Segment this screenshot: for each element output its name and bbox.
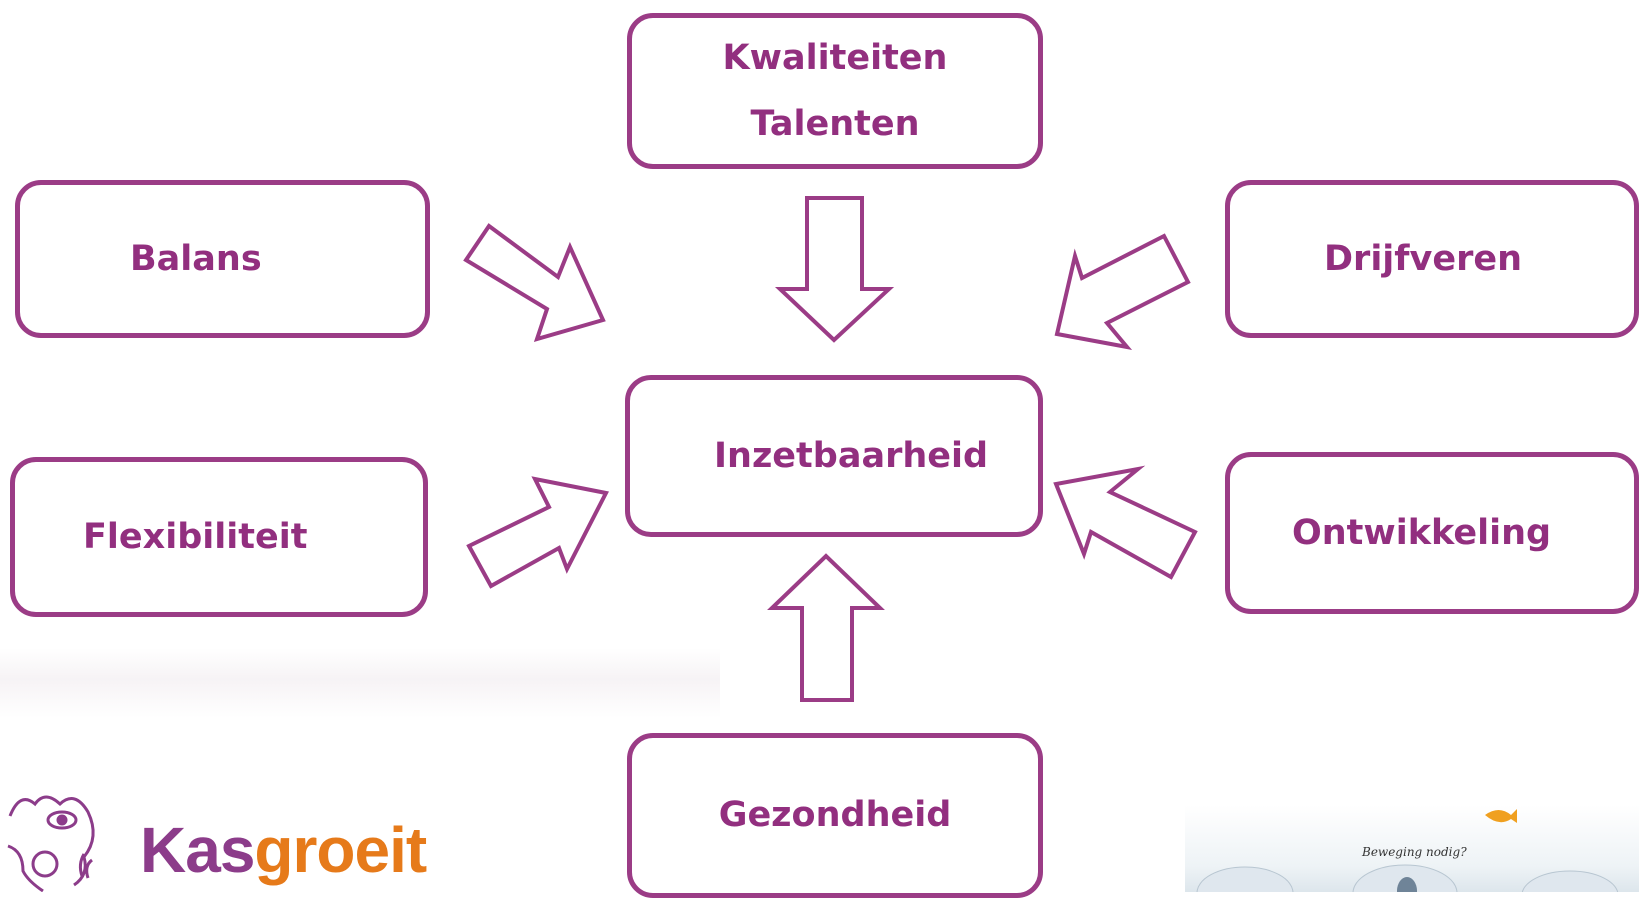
box-label-flexibiliteit: Flexibiliteit xyxy=(83,516,308,557)
photo-caption: Beweging nodig? xyxy=(1362,845,1467,859)
box-label-inzetbaarheid: Inzetbaarheid xyxy=(714,435,989,476)
logo-text-groeit: groeit xyxy=(254,814,427,886)
box-label-kwaliteiten: Kwaliteiten xyxy=(722,37,948,78)
box-kwaliteiten-talenten: Kwaliteiten Talenten xyxy=(627,13,1043,169)
arrow-up-right-icon xyxy=(466,476,609,589)
box-gezondheid: Gezondheid xyxy=(627,733,1043,898)
box-label-drijfveren: Drijfveren xyxy=(1324,238,1523,279)
box-label-ontwikkeling: Ontwikkeling xyxy=(1292,512,1552,553)
box-ontwikkeling: Ontwikkeling xyxy=(1225,452,1639,614)
box-balans: Balans xyxy=(15,180,430,338)
box-label-balans: Balans xyxy=(130,238,262,279)
kasgroeit-wordmark: Kasgroeit xyxy=(140,818,427,882)
box-inzetbaarheid: Inzetbaarheid xyxy=(625,375,1043,537)
box-label-talenten: Talenten xyxy=(750,104,920,144)
box-label-gezondheid: Gezondheid xyxy=(718,795,952,836)
kasgroeit-logo-icon xyxy=(7,795,95,892)
arrow-down-left-icon xyxy=(1054,233,1191,350)
arrow-down-right-icon xyxy=(463,223,606,342)
arrow-down-icon xyxy=(774,196,895,343)
arrow-up-icon xyxy=(767,553,885,702)
background-fade xyxy=(0,648,720,718)
box-drijfveren: Drijfveren xyxy=(1225,180,1639,338)
box-flexibiliteit: Flexibiliteit xyxy=(10,457,428,617)
logo-text-kas: Kas xyxy=(140,814,255,886)
arrow-up-left-icon xyxy=(1053,465,1198,580)
